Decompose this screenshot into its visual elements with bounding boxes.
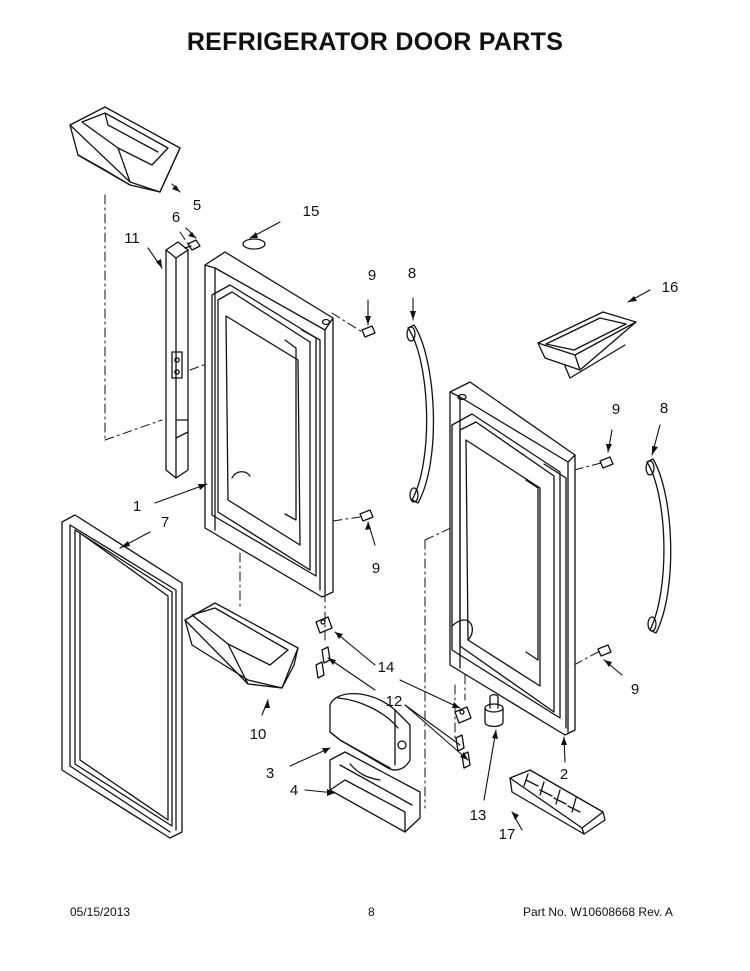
screw-part-9-upper-left xyxy=(361,325,376,338)
callout-8-a: 8 xyxy=(408,265,416,282)
callout-16: 16 xyxy=(662,279,679,296)
leader-arrowheads xyxy=(120,185,658,820)
hinge-pin-part-13 xyxy=(484,694,504,728)
callout-8-b: 8 xyxy=(660,400,668,417)
callout-7: 7 xyxy=(161,514,169,531)
o-ring-part-15 xyxy=(242,238,266,250)
screw-part-9-lower-left xyxy=(359,509,374,522)
right-door-assembly-part-2 xyxy=(449,381,576,736)
callout-9-c: 9 xyxy=(372,560,380,577)
hinge-bracket-part-14-right xyxy=(454,706,472,724)
page-title: REFRIGERATOR DOOR PARTS xyxy=(186,28,564,56)
callout-3: 3 xyxy=(266,765,274,782)
callout-17: 17 xyxy=(499,826,516,843)
screw-part-9-lower-right xyxy=(597,644,612,657)
hinge-cover-strip-part-11 xyxy=(165,241,189,479)
screw-part-6 xyxy=(184,239,201,251)
door-bin-part-10 xyxy=(184,602,299,689)
ice-bin-part-17 xyxy=(509,769,606,835)
callout-2: 2 xyxy=(560,766,568,783)
callout-9-b: 9 xyxy=(612,401,620,418)
footer-date: 05/15/2013 xyxy=(70,905,131,919)
callout-9-d: 9 xyxy=(631,681,639,698)
door-handle-part-8-right xyxy=(645,458,672,634)
footer-page-number: 8 xyxy=(368,905,375,919)
callout-numbers: 5 6 15 11 9 8 16 9 8 1 7 9 14 9 12 10 3 … xyxy=(124,197,678,843)
dairy-bin-part-16 xyxy=(537,311,637,379)
callout-9-a: 9 xyxy=(368,267,376,284)
callout-10: 10 xyxy=(250,726,267,743)
callout-1: 1 xyxy=(133,498,141,515)
door-bin-part-5 xyxy=(69,106,181,193)
bin-part-4 xyxy=(329,751,421,833)
dispenser-cover-part-3 xyxy=(329,692,411,771)
door-handle-part-8-left xyxy=(406,324,435,504)
door-gasket-part-7 xyxy=(61,514,183,839)
callout-14: 14 xyxy=(378,659,395,676)
footer-part-number: Part No. W10608668 Rev. A xyxy=(523,905,673,919)
callout-5: 5 xyxy=(193,197,201,214)
callout-6: 6 xyxy=(172,209,180,226)
callout-4: 4 xyxy=(290,782,298,799)
screw-part-9-upper-right xyxy=(599,456,614,469)
callout-11: 11 xyxy=(124,230,140,247)
callout-12: 12 xyxy=(386,693,403,710)
left-door-assembly-part-1 xyxy=(204,251,334,598)
callout-13: 13 xyxy=(470,807,487,824)
hinge-bracket-part-14-left xyxy=(315,616,333,634)
callout-15: 15 xyxy=(303,203,320,220)
